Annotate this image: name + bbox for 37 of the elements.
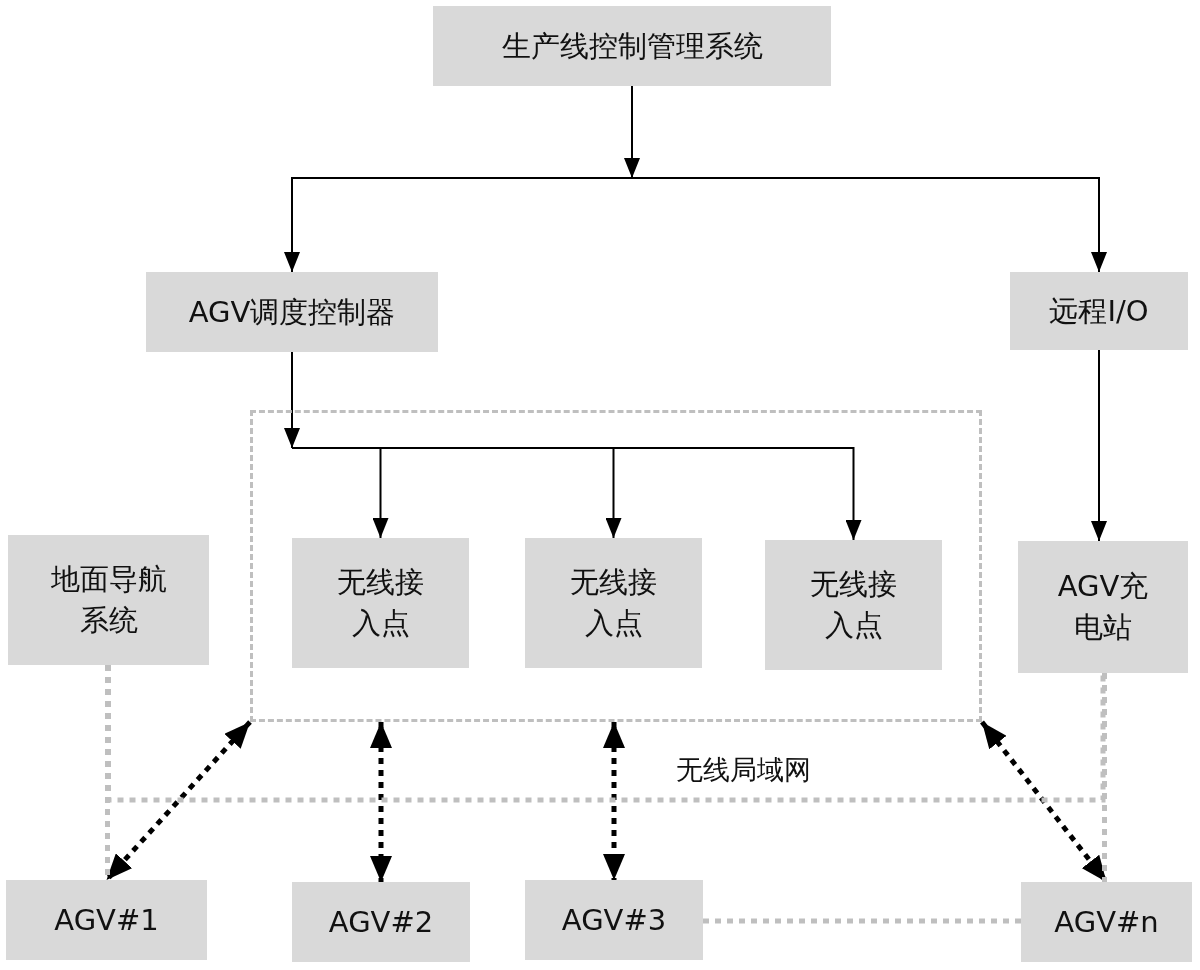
connector-line bbox=[703, 918, 1021, 924]
box-label: AGV调度控制器 bbox=[188, 293, 396, 331]
dashed-region bbox=[250, 410, 982, 722]
connector-line bbox=[1102, 673, 1107, 882]
box-label: AGV#2 bbox=[328, 903, 434, 941]
process-box bbox=[8, 535, 209, 665]
box-label: 生产线控制管理系统 bbox=[501, 27, 763, 65]
connector-line bbox=[106, 665, 1106, 803]
arrow bbox=[284, 177, 633, 273]
arrow bbox=[370, 722, 392, 882]
process-box bbox=[292, 882, 470, 962]
process-box bbox=[1021, 882, 1192, 962]
box-label: AGV#1 bbox=[54, 901, 159, 939]
box-label: 无线接入点 bbox=[569, 564, 658, 642]
process-box bbox=[433, 6, 831, 86]
arrow bbox=[1091, 349, 1107, 542]
arrow bbox=[631, 177, 1107, 273]
box-label: AGV#3 bbox=[561, 901, 667, 939]
process-box bbox=[525, 538, 702, 668]
process-box bbox=[765, 540, 942, 670]
box-label: AGV#n bbox=[1054, 903, 1159, 941]
arrow bbox=[284, 351, 300, 449]
network-label: 无线局域网 bbox=[676, 753, 811, 787]
box-label: 无线接入点 bbox=[809, 566, 898, 644]
process-box bbox=[1018, 541, 1188, 673]
box-label: 无线接入点 bbox=[336, 564, 425, 642]
arrow bbox=[104, 720, 252, 882]
arrow bbox=[624, 85, 640, 179]
arrow bbox=[603, 722, 625, 880]
process-box bbox=[6, 880, 207, 960]
process-box bbox=[146, 272, 438, 352]
box-label: AGV充电站 bbox=[1056, 568, 1150, 646]
process-box bbox=[525, 880, 703, 960]
box-label: 地面导航系统 bbox=[49, 561, 168, 639]
box-label: 远程I/O bbox=[1049, 292, 1149, 330]
process-box bbox=[292, 538, 469, 668]
process-box bbox=[1010, 272, 1188, 350]
